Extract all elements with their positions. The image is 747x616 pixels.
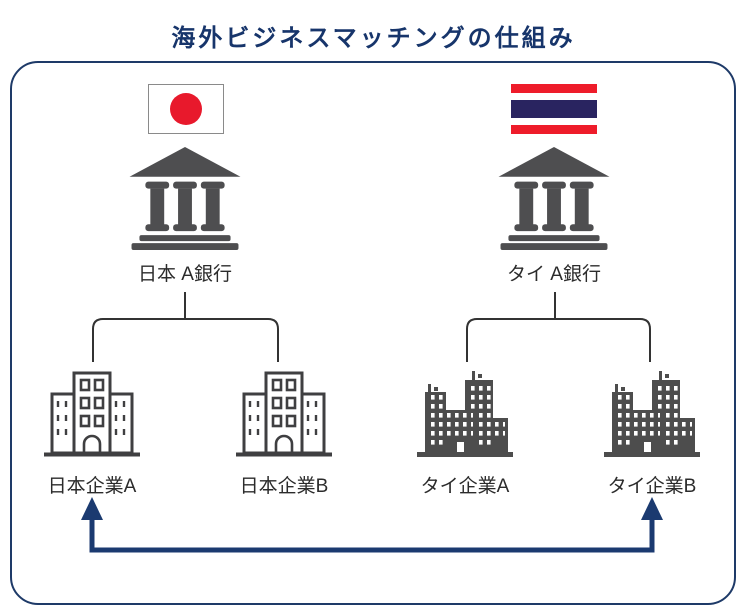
- thai-company-b-label: タイ企業B: [607, 476, 697, 497]
- japan-flag-sun-disc: [170, 93, 202, 125]
- japan-company-a-label: 日本企業A: [47, 476, 137, 497]
- thai-company-b-buildings-icon: [604, 371, 700, 457]
- thai-company-a-buildings-icon: [417, 371, 513, 457]
- diagram-title: 海外ビジネスマッチングの仕組み: [171, 25, 576, 52]
- japan-bank-icon: [129, 147, 241, 250]
- japan-company-b-building-icon: [236, 371, 332, 457]
- thai-company-a-label: タイ企業A: [420, 476, 510, 497]
- japan-company-b-label: 日本企業B: [239, 476, 329, 497]
- diagram-panel: [10, 61, 736, 605]
- thailand-bank-label: タイ A銀行: [507, 264, 601, 285]
- thailand-bank-icon: [498, 147, 610, 250]
- japan-flag-icon: [148, 84, 224, 134]
- japan-bank-label: 日本 A銀行: [138, 264, 232, 285]
- thailand-flag-icon: [511, 84, 597, 134]
- japan-company-a-building-icon: [44, 371, 140, 457]
